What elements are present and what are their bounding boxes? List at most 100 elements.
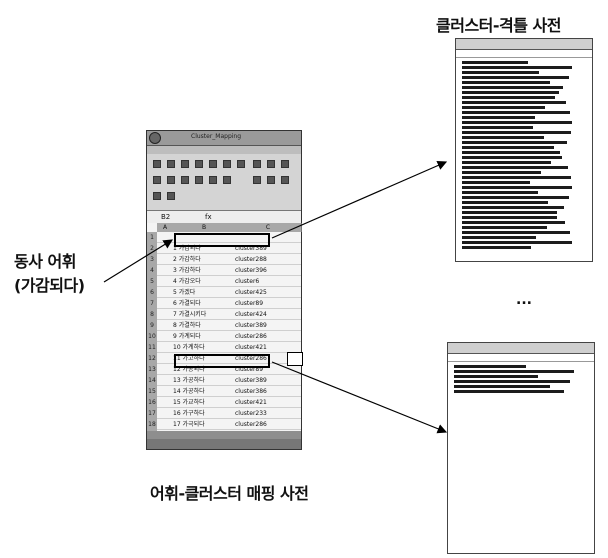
verb-cell[interactable]: 6 가결되다: [173, 300, 201, 307]
cluster-cell[interactable]: cluster424: [235, 311, 267, 318]
row-number[interactable]: 12: [147, 353, 157, 364]
sheet-tabs[interactable]: [147, 431, 301, 439]
table-row[interactable]: 14 13 가공하다 cluster389: [147, 375, 301, 386]
cluster-cell[interactable]: cluster425: [235, 289, 267, 296]
row-number[interactable]: 8: [147, 309, 157, 320]
table-row[interactable]: 18 17 가극되다 cluster286: [147, 419, 301, 430]
fx-icon[interactable]: fx: [205, 213, 212, 221]
table-row[interactable]: 8 7 가결시키다 cluster424: [147, 309, 301, 320]
cluster-cell[interactable]: cluster286: [235, 355, 267, 362]
table-row[interactable]: 7 6 가결되다 cluster89: [147, 298, 301, 309]
insert-icon[interactable]: [253, 160, 261, 168]
row-number[interactable]: 1: [147, 232, 157, 243]
table-row[interactable]: 15 14 가공하다 cluster386: [147, 386, 301, 397]
row-number[interactable]: 14: [147, 375, 157, 386]
bold-icon[interactable]: [167, 160, 175, 168]
ribbon-tabs[interactable]: [147, 146, 301, 154]
verb-cell[interactable]: 13 가공하다: [173, 377, 205, 384]
table-row[interactable]: 11 10 가계하다 cluster421: [147, 342, 301, 353]
verb-cell[interactable]: 4 가감오다: [173, 278, 201, 285]
table-row[interactable]: 12 11 가고하다 cluster286: [147, 353, 301, 364]
cluster-cell[interactable]: cluster386: [235, 388, 267, 395]
italic-icon[interactable]: [181, 160, 189, 168]
table-row[interactable]: 3 2 가감하다 cluster288: [147, 254, 301, 265]
row-number[interactable]: 18: [147, 419, 157, 430]
verb-cell[interactable]: 11 가고하다: [173, 355, 205, 362]
name-box[interactable]: B2: [161, 213, 171, 221]
verb-cell[interactable]: 2 가감하다: [173, 256, 201, 263]
copy-icon[interactable]: [153, 192, 161, 200]
verb-cell[interactable]: 7 가결시키다: [173, 311, 207, 318]
dictionary-text-line: [454, 380, 571, 383]
row-number[interactable]: 10: [147, 331, 157, 342]
sort-icon[interactable]: [267, 176, 275, 184]
wrap-icon[interactable]: [209, 176, 217, 184]
cluster-cell[interactable]: cluster421: [235, 344, 267, 351]
verb-cell[interactable]: 8 가결하다: [173, 322, 201, 329]
align-icon[interactable]: [195, 160, 203, 168]
row-number[interactable]: 13: [147, 364, 157, 375]
table-row[interactable]: 5 4 가감오다 cluster6: [147, 276, 301, 287]
cluster-cell[interactable]: cluster6: [235, 278, 260, 285]
table-row[interactable]: 17 16 가구하다 cluster233: [147, 408, 301, 419]
cluster-cell[interactable]: cluster286: [235, 333, 267, 340]
find-icon[interactable]: [281, 176, 289, 184]
dictionary-text-line: [462, 236, 537, 239]
verb-cell[interactable]: 16 가구하다: [173, 410, 205, 417]
format-icon[interactable]: [253, 176, 261, 184]
number-format-icon[interactable]: [223, 160, 231, 168]
underline-icon[interactable]: [167, 176, 175, 184]
row-number[interactable]: 6: [147, 287, 157, 298]
verb-cell[interactable]: 14 가공하다: [173, 388, 205, 395]
indent-icon[interactable]: [195, 176, 203, 184]
row-number[interactable]: 2: [147, 243, 157, 254]
cluster-cell[interactable]: cluster389: [235, 377, 267, 384]
cluster-cell[interactable]: cluster421: [235, 399, 267, 406]
cluster-cell[interactable]: cluster389: [235, 322, 267, 329]
table-row[interactable]: 16 15 가교하다 cluster421: [147, 397, 301, 408]
cluster-cell[interactable]: cluster233: [235, 410, 267, 417]
cluster-cell[interactable]: cluster286: [235, 421, 267, 428]
verb-cell[interactable]: 17 가극되다: [173, 421, 205, 428]
dictionary-text-line: [454, 385, 550, 388]
row-number[interactable]: 4: [147, 265, 157, 276]
border-icon[interactable]: [167, 192, 175, 200]
table-row[interactable]: 4 3 가감하다 cluster396: [147, 265, 301, 276]
sum-icon[interactable]: [281, 160, 289, 168]
verb-cell[interactable]: 3 가감하다: [173, 267, 201, 274]
verb-cell[interactable]: 1 가감되다: [173, 245, 201, 252]
row-number[interactable]: 16: [147, 397, 157, 408]
font-color-icon[interactable]: [181, 176, 189, 184]
verb-cell[interactable]: 5 가겠다: [173, 289, 196, 296]
column-header[interactable]: C: [235, 223, 302, 232]
comma-icon[interactable]: [223, 176, 231, 184]
row-number[interactable]: 9: [147, 320, 157, 331]
row-number[interactable]: 3: [147, 254, 157, 265]
cluster-cell[interactable]: cluster389: [235, 245, 267, 252]
verb-cell[interactable]: 10 가계하다: [173, 344, 205, 351]
row-number[interactable]: 11: [147, 342, 157, 353]
verb-cell[interactable]: 9 가계되다: [173, 333, 201, 340]
table-row[interactable]: 1: [147, 232, 301, 243]
office-button-icon[interactable]: [149, 132, 161, 144]
table-row[interactable]: 10 9 가계되다 cluster286: [147, 331, 301, 342]
paste-icon[interactable]: [153, 160, 161, 168]
verb-cell[interactable]: 15 가교하다: [173, 399, 205, 406]
cluster-cell[interactable]: cluster89: [235, 366, 264, 373]
cluster-cell[interactable]: cluster288: [235, 256, 267, 263]
table-row[interactable]: 6 5 가겠다 cluster425: [147, 287, 301, 298]
row-number[interactable]: 15: [147, 386, 157, 397]
row-number[interactable]: 17: [147, 408, 157, 419]
row-number[interactable]: 7: [147, 298, 157, 309]
verb-cell[interactable]: 12 가공되다: [173, 366, 205, 373]
cluster-cell[interactable]: cluster89: [235, 300, 264, 307]
table-row[interactable]: 13 12 가공되다 cluster89: [147, 364, 301, 375]
percent-icon[interactable]: [237, 160, 245, 168]
delete-icon[interactable]: [267, 160, 275, 168]
table-row[interactable]: 9 8 가결하다 cluster389: [147, 320, 301, 331]
cluster-cell[interactable]: cluster396: [235, 267, 267, 274]
merge-icon[interactable]: [209, 160, 217, 168]
cut-icon[interactable]: [153, 176, 161, 184]
table-row[interactable]: 2 1 가감되다 cluster389: [147, 243, 301, 254]
row-number[interactable]: 5: [147, 276, 157, 287]
